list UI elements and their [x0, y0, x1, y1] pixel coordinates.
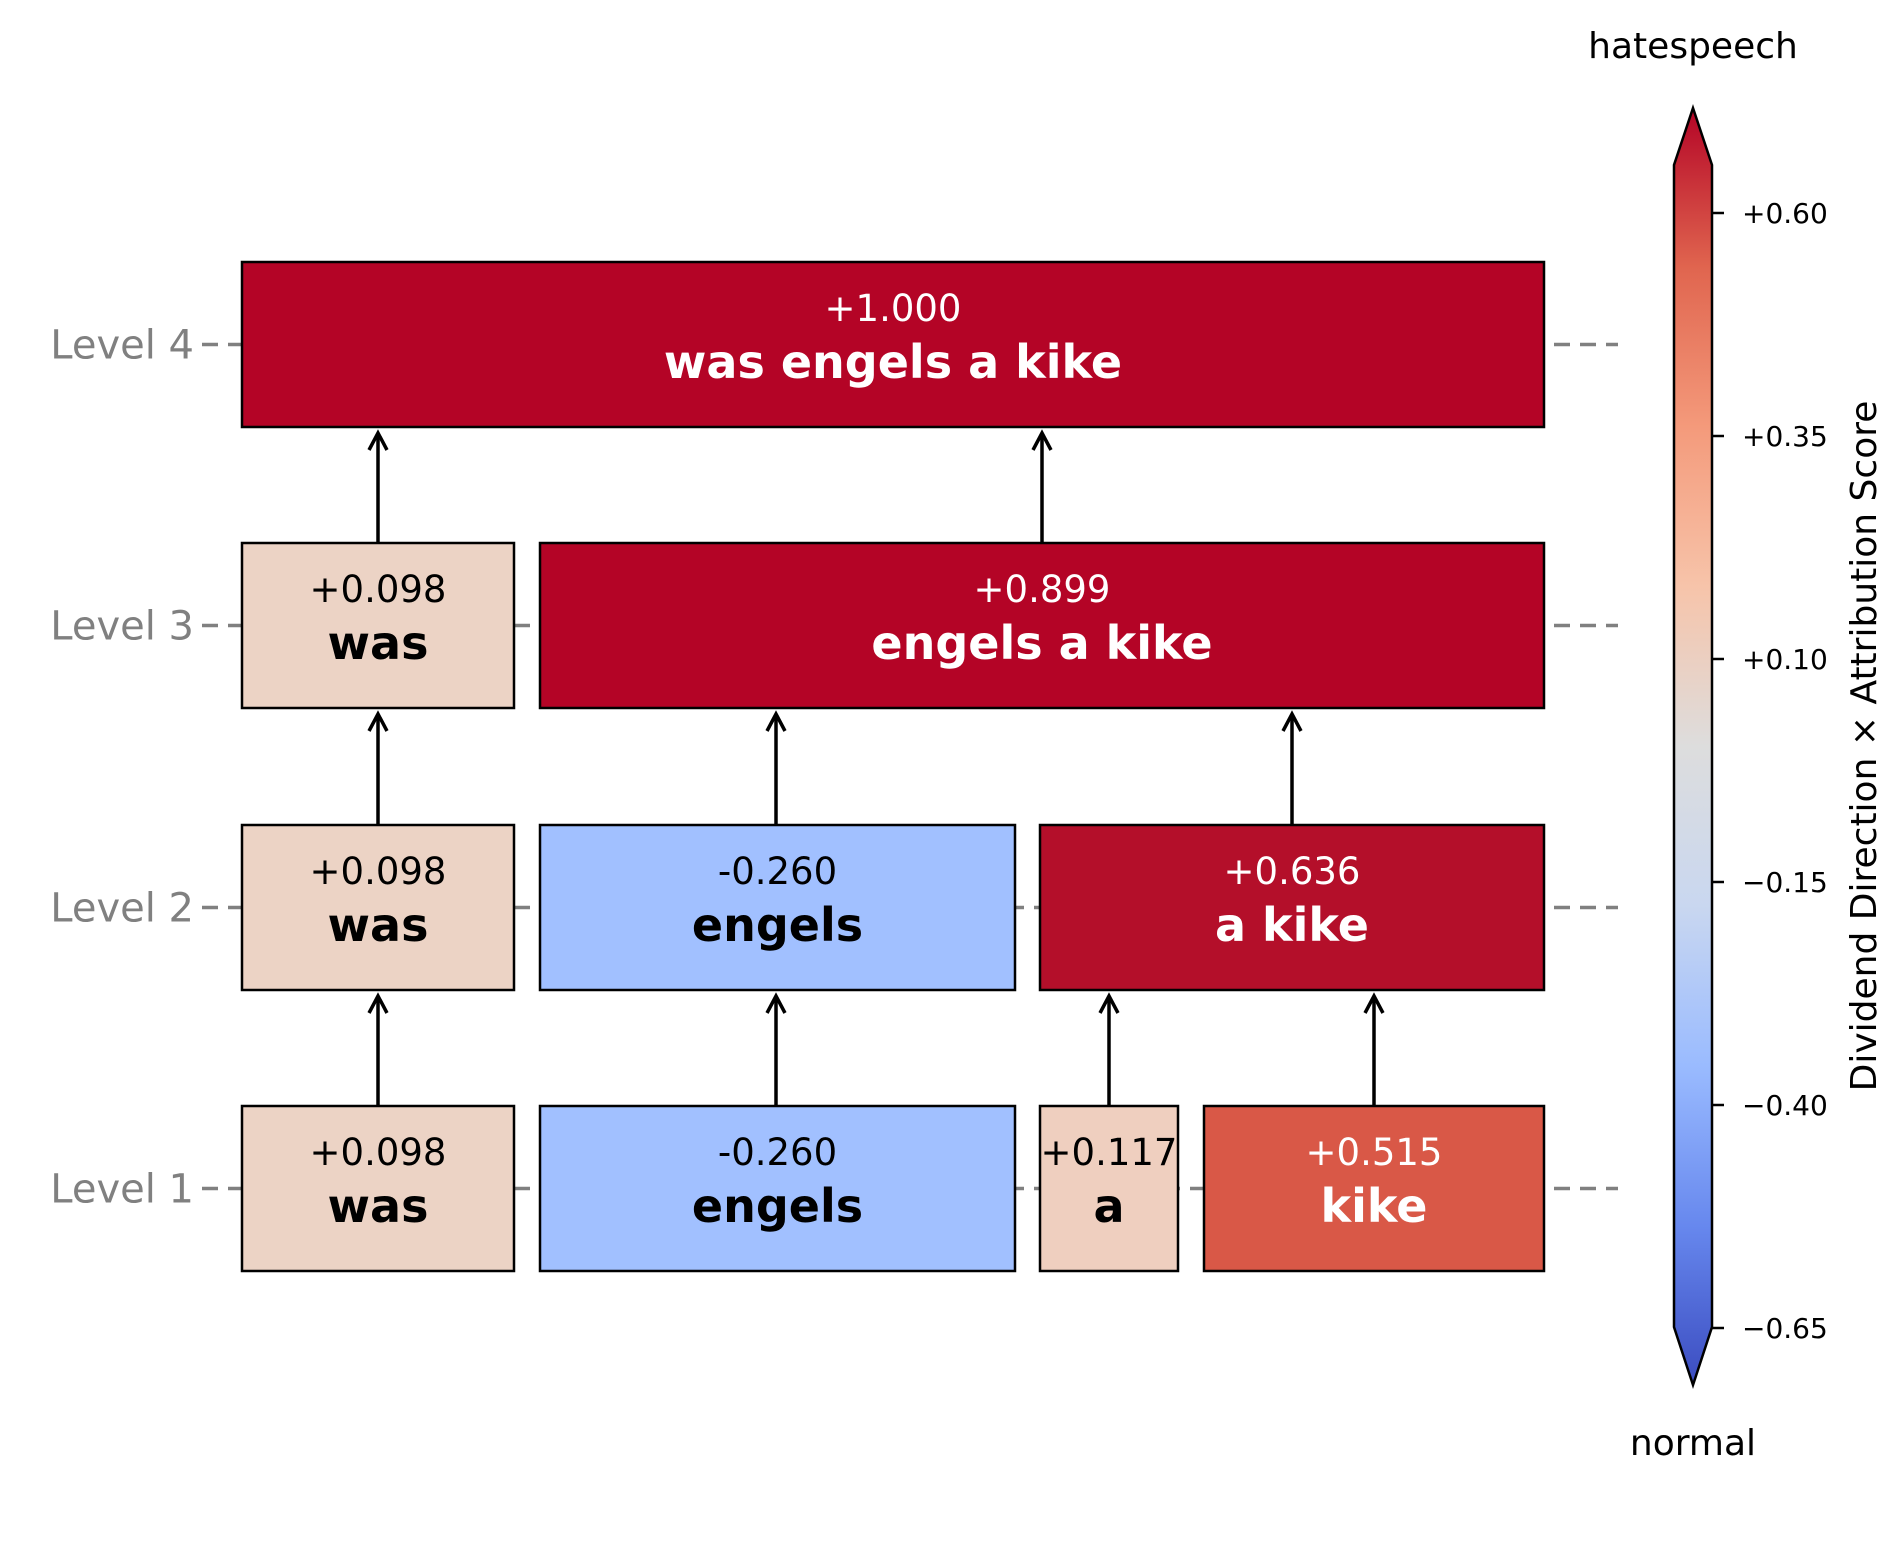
- merge-arrow: [1281, 710, 1303, 825]
- node-token: a kike: [1215, 898, 1369, 952]
- merge-arrow: [765, 992, 787, 1106]
- colorbar-tick-label: −0.40: [1742, 1089, 1828, 1122]
- tree-node: +0.899 engels a kike: [538, 541, 1546, 710]
- colorbar-tick-label: −0.15: [1742, 866, 1828, 899]
- tree-node: +0.098 was: [240, 1104, 516, 1273]
- merge-arrow: [367, 992, 389, 1106]
- node-token: engels a kike: [871, 616, 1212, 670]
- node-token: was: [328, 898, 429, 952]
- node-score: +1.000: [825, 287, 962, 330]
- node-box: [538, 1104, 1017, 1273]
- node-token: engels: [692, 898, 863, 952]
- tree-node: -0.260 engels: [538, 823, 1017, 992]
- merge-arrow: [1098, 992, 1120, 1106]
- node-box: [1038, 823, 1546, 992]
- node-token: engels: [692, 1179, 863, 1233]
- colorbar-top-label: hatespeech: [1588, 26, 1798, 67]
- tree-node: +1.000 was engels a kike: [240, 260, 1546, 429]
- merge-arrow: [765, 710, 787, 825]
- merge-arrow: [1363, 992, 1385, 1106]
- colorbar-tick-label: −0.65: [1742, 1312, 1828, 1345]
- tree-node: -0.260 engels: [538, 1104, 1017, 1273]
- node-box: [240, 541, 516, 710]
- node-box: [240, 823, 516, 992]
- merge-arrow: [1031, 429, 1053, 543]
- colorbar-tick-label: +0.35: [1742, 420, 1828, 453]
- node-score: +0.636: [1224, 850, 1361, 893]
- tree-node: +0.098 was: [240, 823, 516, 992]
- node-box: [1202, 1104, 1546, 1273]
- node-box: [1038, 1104, 1180, 1273]
- node-token: was: [328, 1179, 429, 1233]
- node-token: was engels a kike: [664, 335, 1122, 389]
- node-box: [538, 541, 1546, 710]
- node-score: +0.098: [310, 850, 447, 893]
- level-guide-lines: [202, 342, 1618, 1191]
- node-score: +0.098: [310, 1131, 447, 1174]
- node-score: +0.515: [1306, 1131, 1443, 1174]
- colorbar-bottom-label: normal: [1630, 1423, 1756, 1464]
- colorbar-tick-label: +0.10: [1742, 643, 1828, 676]
- level-labels: Level 1 Level 2 Level 3 Level 4: [50, 323, 194, 1213]
- node-score: -0.260: [718, 1131, 837, 1174]
- colorbar-ticks: +0.60 +0.35 +0.10 −0.15 −0.40 −0.65: [1712, 197, 1828, 1345]
- colorbar-axis-label: Dividend Direction × Attribution Score: [1844, 401, 1885, 1092]
- merge-arrow: [367, 710, 389, 825]
- tree-node: +0.636 a kike: [1038, 823, 1546, 992]
- node-box: [240, 1104, 516, 1273]
- node-token: kike: [1321, 1179, 1428, 1233]
- node-box: [240, 260, 1546, 429]
- node-box: [538, 823, 1017, 992]
- level-label: Level 4: [50, 323, 194, 369]
- level-label: Level 1: [50, 1167, 194, 1213]
- tree-node: +0.098 was: [240, 541, 516, 710]
- node-score: +0.098: [310, 568, 447, 611]
- tree-nodes: +0.098was-0.260engels+0.117a+0.515kike+0…: [240, 260, 1546, 1273]
- node-token: a: [1093, 1179, 1124, 1233]
- colorbar-tick-label: +0.60: [1742, 197, 1828, 230]
- colorbar: +0.60 +0.35 +0.10 −0.15 −0.40 −0.65 hatespeec…: [1588, 26, 1885, 1464]
- node-score: +0.117: [1041, 1131, 1178, 1174]
- merge-arrow: [367, 429, 389, 543]
- merge-arrows: [367, 429, 1385, 1106]
- tree-node: +0.515 kike: [1202, 1104, 1546, 1273]
- node-token: was: [328, 616, 429, 670]
- tree-node: +0.117 a: [1038, 1104, 1180, 1273]
- colorbar-gradient: [1672, 104, 1714, 1390]
- node-score: -0.260: [718, 850, 837, 893]
- level-label: Level 2: [50, 886, 194, 932]
- node-score: +0.899: [974, 568, 1111, 611]
- level-label: Level 3: [50, 604, 194, 650]
